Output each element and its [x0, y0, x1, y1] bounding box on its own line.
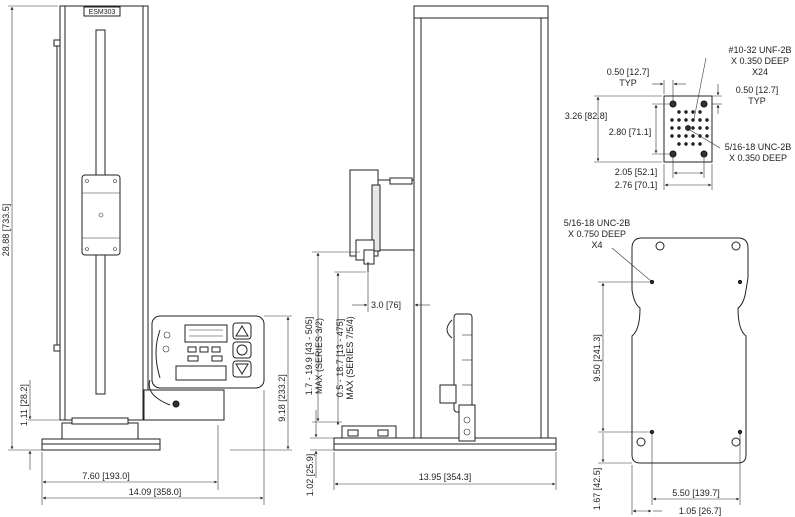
travel-series-32-note: MAX (SERIES 3/2) — [314, 318, 324, 394]
center-thread-2: X 0.350 DEEP — [729, 153, 787, 163]
hole-spacing-horizontal-dim: 5.50 [139.7] — [672, 488, 720, 498]
total-width-dim: 14.09 [358.0] — [129, 487, 182, 497]
down-button — [232, 360, 252, 378]
base-offset-dim: 1.11 [28.2] — [19, 384, 29, 426]
typ-right-dim: 0.50 [12.7] — [736, 85, 779, 95]
thread-note-3: X24 — [752, 67, 768, 77]
base-detail-dimensions: 5/16-18 UNC-2B X 0.750 DEEP X4 9.50 [241… — [564, 218, 741, 516]
model-label-plate — [83, 6, 121, 17]
crosshead-plate — [81, 174, 121, 256]
height-inner-dim: 2.80 [71.1] — [609, 127, 652, 137]
base-thread-note-3: X4 — [591, 240, 602, 250]
front-view-dimensions: 28.88 [733.5] 1.11 [28.2] 7.60 [193.0] 1… — [1, 5, 292, 505]
model-label: ESM303 — [89, 9, 116, 16]
side-view — [333, 5, 557, 451]
side-column — [413, 5, 549, 439]
up-button — [232, 322, 252, 340]
thread-note-1: #10-32 UNF-2B — [728, 45, 791, 55]
front-view: ESM303 — [41, 5, 265, 451]
base-detail — [611, 237, 749, 464]
height-outer-dim: 3.26 [82.8] — [565, 111, 608, 121]
width-to-controller-dim: 7.60 [193.0] — [82, 471, 130, 481]
base-detail-outline — [631, 237, 749, 464]
thread-note-2: X 0.350 DEEP — [731, 56, 789, 66]
throat-dim: 3.0 [76] — [371, 300, 401, 310]
side-crosshead — [377, 179, 415, 251]
controller-height-dim: 9.18 [233.2] — [277, 374, 287, 422]
stop-button — [232, 341, 252, 359]
side-view-dimensions: 1.7 - 19.9 [43 - 505] MAX (SERIES 3/2) 0… — [304, 251, 557, 497]
base-thread-note-1: 5/16-18 UNC-2B — [564, 218, 631, 228]
edge-offset-horizontal-dim: 1.05 [26.7] — [679, 506, 722, 516]
base-thread-note-2: X 0.750 DEEP — [568, 229, 626, 239]
crosshead-hole-grid — [670, 110, 709, 146]
edge-offset-vertical-dim: 1.67 [42.5] — [592, 468, 602, 511]
travel-series-32-dim: 1.7 - 19.9 [43 - 505] — [304, 317, 314, 396]
height-dim: 28.88 [733.5] — [1, 204, 11, 257]
base-height-dim: 1.02 [25.9] — [305, 454, 315, 497]
crosshead-detail-dimensions: #10-32 UNF-2B X 0.350 DEEP X24 0.50 [12.… — [565, 45, 792, 190]
typ-left-note: TYP — [619, 78, 637, 88]
travel-series-754-note: MAX (SERIES 7/5/4) — [345, 316, 355, 400]
hole-spacing-vertical-dim: 9.50 [241.3] — [592, 334, 602, 382]
controller-display — [184, 324, 228, 343]
width-outer-dim: 2.76 [70.1] — [615, 180, 658, 190]
width-inner-dim: 2.05 [52.1] — [615, 167, 658, 177]
center-thread-1: 5/16-18 UNC-2B — [725, 142, 792, 152]
travel-series-754-dim: 0.5 - 18.7 [13 - 475] — [335, 319, 345, 398]
typ-left-dim: 0.50 [12.7] — [607, 67, 650, 77]
typ-right-note: TYP — [748, 96, 766, 106]
crosshead-detail — [663, 57, 721, 163]
depth-dim: 13.95 [354.3] — [419, 472, 472, 482]
side-controller — [453, 313, 473, 413]
